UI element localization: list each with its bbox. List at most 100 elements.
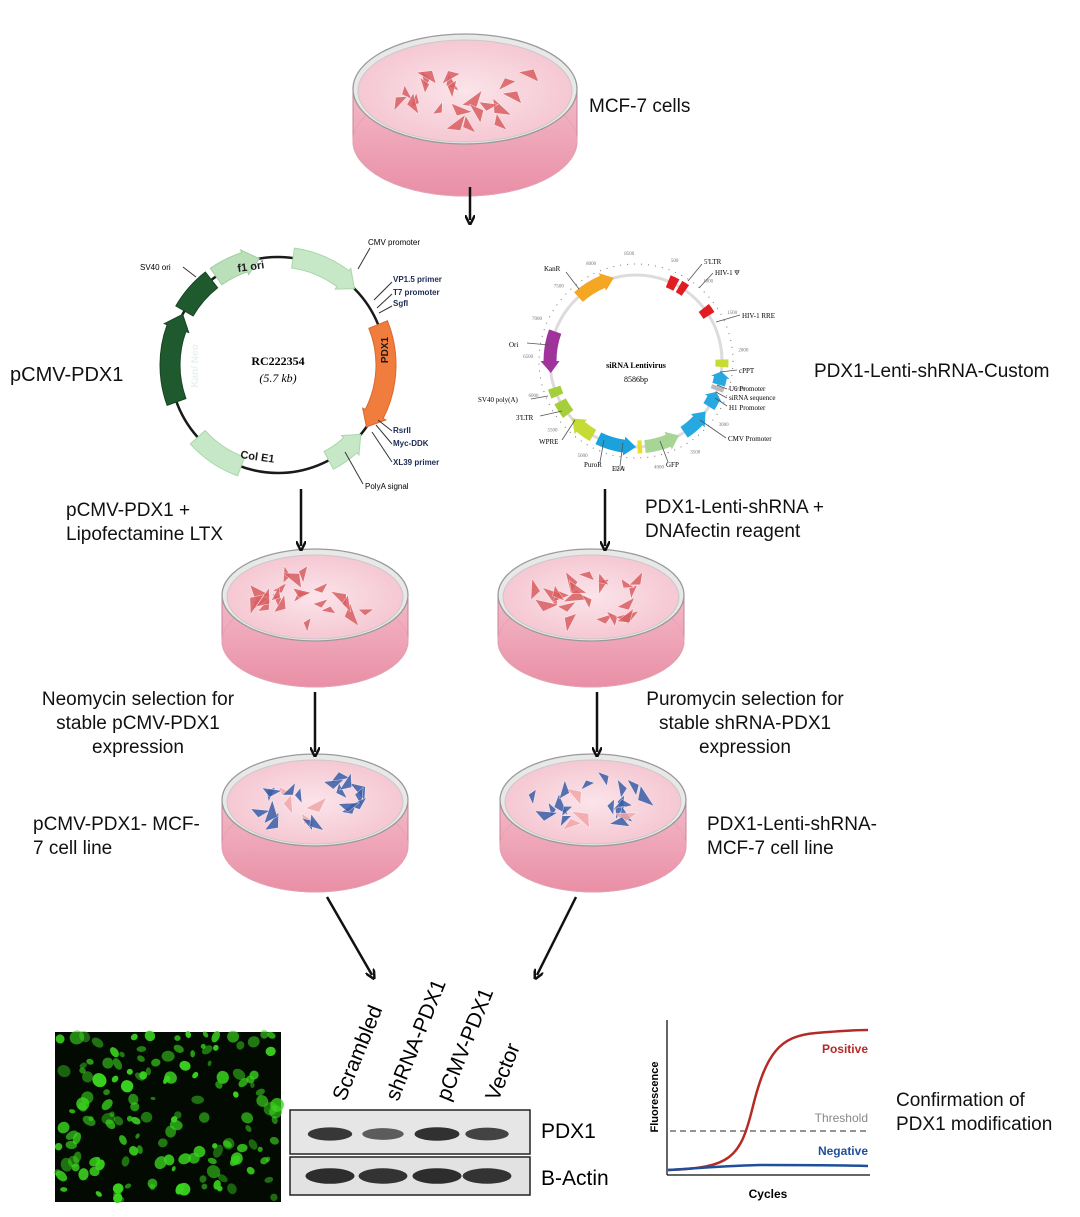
cppt-segment [715, 359, 729, 368]
positive-curve [667, 1028, 869, 1172]
pdx1-band [307, 1127, 353, 1141]
right-selection-line-1: Puromycin selection for [646, 689, 844, 710]
confirmation-line-1: Confirmation of [896, 1090, 1025, 1111]
petri-dish-stable-right [499, 753, 687, 893]
ruler-labels: 5001000150020002500300035004000450050005… [523, 252, 749, 472]
kan-neo-label: Kan/ Neo [190, 344, 201, 387]
gfp-label: GFP [666, 461, 679, 469]
ruler-label: 2000 [738, 348, 749, 353]
ruler-label: 3000 [719, 423, 730, 428]
confirmation-text: Confirmation of PDX1 modification [896, 1089, 1052, 1137]
gfp-segment [644, 431, 679, 453]
col-e1-segment [189, 429, 246, 477]
ruler-label: 6500 [523, 355, 534, 360]
negative-curve [667, 1163, 869, 1172]
ltr5-label: 5'LTR [704, 258, 722, 266]
u6-promoter-segment [711, 371, 730, 387]
right-transfection-text: PDX1-Lenti-shRNA + DNAfectin reagent [645, 496, 824, 544]
plasmid-map-lenti-shrna: 5001000150020002500300035004000450050005… [478, 252, 775, 473]
wpre-label: WPRE [539, 438, 558, 446]
e2a-label: E2A [612, 465, 625, 473]
ruler-label: 7000 [532, 317, 543, 322]
band-label-pdx1: PDX1 [541, 1120, 596, 1143]
petri-dish-transfected-left [221, 548, 409, 688]
lane-label-scrambled: Scrambled [328, 1002, 387, 1104]
threshold-label: Threshold [815, 1111, 868, 1125]
y-axis-label: Fluorescence [649, 1062, 661, 1133]
left-selection-line-2: stable pCMV-PDX1 [56, 713, 220, 734]
lane-label-vector: Vector [481, 1040, 525, 1104]
ltr3-label: 3'LTR [516, 414, 534, 422]
left-cell-line-line-1: pCMV-PDX1- MCF- [33, 814, 200, 835]
arrow-right-validate [537, 896, 578, 975]
sirna-segment [710, 384, 725, 393]
actin-band [412, 1168, 462, 1184]
petri-dish-stable-left [221, 753, 409, 893]
positive-label: Positive [822, 1042, 868, 1056]
left-selection-line-3: expression [92, 737, 184, 758]
negative-label: Negative [818, 1144, 868, 1158]
ruler-label: 7500 [554, 284, 565, 289]
confirmation-line-2: PDX1 modification [896, 1114, 1053, 1135]
sv40-polya-label: SV40 poly(A) [478, 396, 519, 404]
xl39-primer-label: XL39 primer [393, 458, 439, 467]
left-cell-line-text: pCMV-PDX1- MCF- 7 cell line [33, 813, 200, 861]
kanr-label: KanR [544, 265, 561, 273]
kan-neo-segment [159, 313, 190, 406]
ruler-label: 4000 [654, 466, 665, 471]
vector-size: 8586bp [624, 375, 648, 384]
ori-label: Ori [509, 341, 518, 349]
right-selection-line-3: expression [699, 737, 791, 758]
plasmid-id: RC222354 [251, 354, 304, 368]
e2a-segment [637, 440, 643, 454]
left-selection-text: Neomycin selection for stable pCMV-PDX1 … [10, 688, 266, 760]
mcf7-cells-label: MCF-7 cells [589, 96, 691, 117]
right-transfection-line-1: PDX1-Lenti-shRNA + [645, 497, 824, 518]
right-selection-text: Puromycin selection for stable shRNA-PDX… [622, 688, 868, 760]
wpre-segment [572, 418, 597, 442]
petri-dish-mcf7 [352, 33, 578, 197]
ruler-label: 5000 [578, 454, 589, 459]
left-transfection-line-2: Lipofectamine LTX [66, 524, 224, 545]
pdx1-band [465, 1127, 509, 1141]
cmv-promoter-segment [680, 411, 706, 438]
ruler-label: 3500 [690, 450, 701, 455]
t7-promoter-label: T7 promoter [393, 288, 440, 297]
ltr5-segment [665, 275, 680, 291]
pdx1-band [414, 1127, 460, 1141]
puror-segment [595, 432, 636, 456]
petri-dish-transfected-right [497, 548, 685, 688]
ltr3-segment [554, 398, 574, 418]
right-cell-line-line-1: PDX1-Lenti-shRNA- [707, 814, 877, 835]
cmv-promoter-label: CMV promoter [368, 238, 420, 247]
sv40-polya-segment [548, 385, 564, 399]
vp15-primer-label: VP1.5 primer [393, 275, 442, 284]
ruler-label: 2500 [735, 388, 746, 393]
flow-arrows [301, 187, 605, 975]
ruler-label: 1000 [703, 280, 714, 285]
ruler-label: 500 [671, 259, 679, 264]
vector-title: siRNA Lentivirus [606, 361, 666, 370]
u6-promoter-label: U6 Promoter [729, 385, 766, 393]
ruler-label: 6000 [529, 394, 540, 399]
right-transfection-line-2: DNAfectin reagent [645, 521, 801, 542]
col-e1-label: Col E1 [240, 449, 276, 466]
x-axis-label: Cycles [749, 1187, 788, 1201]
fluorescence-image [54, 1030, 284, 1203]
right-cell-line-line-2: MCF-7 cell line [707, 838, 834, 859]
left-transfection-line-1: pCMV-PDX1 + [66, 500, 191, 521]
sirna-sequence-label: siRNA sequence [729, 394, 775, 402]
band-label-actin: B-Actin [541, 1167, 609, 1190]
ruler-label: 4500 [615, 467, 626, 472]
qpcr-schematic: Fluorescence Cycles Positive Threshold N… [649, 1020, 870, 1201]
actin-band [358, 1168, 408, 1184]
pcmv-pdx1-label: pCMV-PDX1 [10, 364, 124, 386]
polya-signal-label: PolyA signal [365, 482, 409, 491]
f1-ori-segment [209, 248, 260, 286]
h1-promoter-label: H1 Promoter [729, 404, 766, 412]
right-selection-line-2: stable shRNA-PDX1 [658, 713, 832, 734]
actin-band [305, 1168, 355, 1184]
hiv-rre-label: HIV-1 RRE [742, 312, 775, 320]
left-cell-line-line-2: 7 cell line [33, 838, 113, 859]
